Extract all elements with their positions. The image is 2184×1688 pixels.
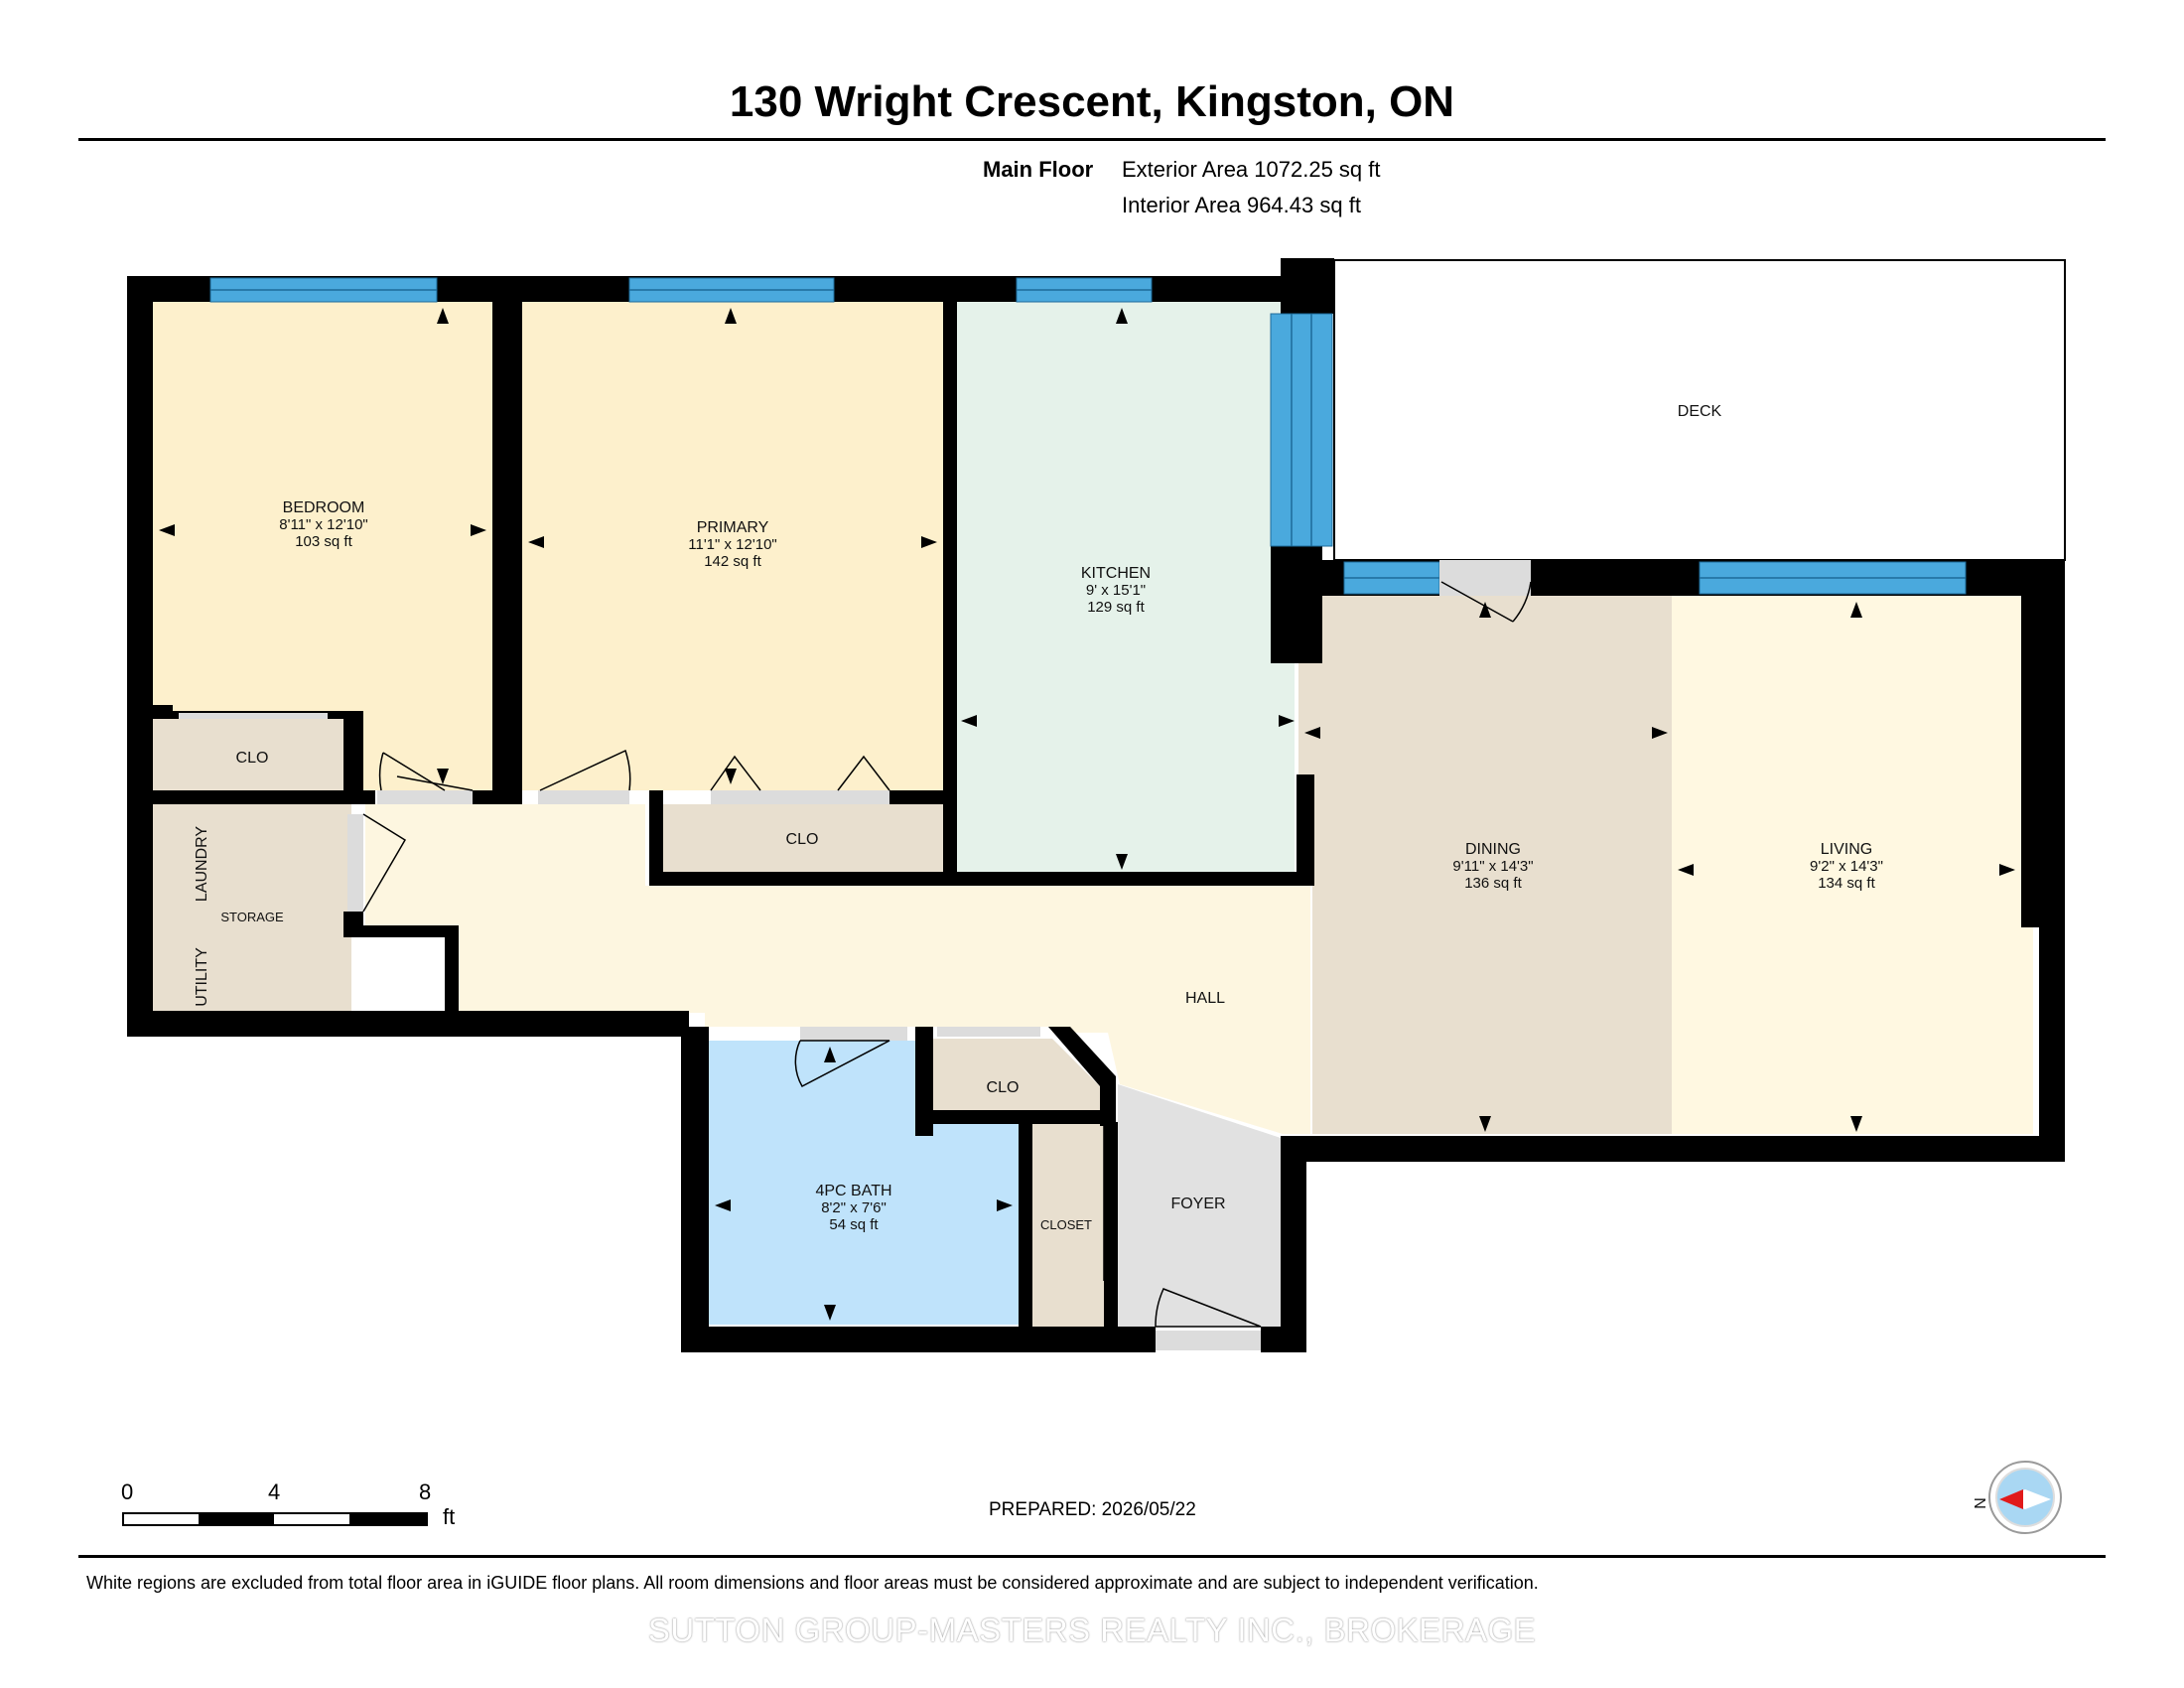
hall-name: HALL: [1185, 990, 1225, 1007]
dining-name: DINING: [1465, 841, 1521, 858]
exterior-area: Exterior Area 1072.25 sq ft: [1122, 157, 1381, 182]
hall-floor: [365, 804, 1310, 1134]
storage-floor: [153, 804, 351, 1013]
storage-name: STORAGE: [220, 910, 284, 924]
closet-name: CLOSET: [1040, 1217, 1092, 1232]
primary-area: 142 sq ft: [704, 553, 761, 570]
scale-tick-4: 4: [268, 1479, 281, 1504]
foyer-floor: [1118, 1084, 1281, 1327]
bedroom-floor: [153, 302, 492, 790]
window-lines: [210, 289, 1966, 579]
dining-area: 136 sq ft: [1464, 875, 1522, 892]
header-divider: [78, 138, 2106, 141]
living-area: 134 sq ft: [1818, 875, 1875, 892]
footer-divider: [78, 1555, 2106, 1558]
primary-clo-name: CLO: [786, 831, 819, 848]
primary-floor: [522, 302, 943, 790]
scale-tick-8: 8: [419, 1479, 432, 1504]
primary-name: PRIMARY: [697, 519, 769, 536]
hall-closet-floor: [933, 1039, 1100, 1110]
utility-name: UTILITY: [194, 947, 210, 1007]
door-thresholds: [179, 560, 1531, 1350]
bath-area: 54 sq ft: [829, 1216, 879, 1233]
door-swings: [362, 581, 1532, 1328]
room-labels: BEDROOM 8'11" x 12'10" 103 sq ft PRIMARY…: [194, 403, 1883, 1233]
compass-label: N: [1973, 1497, 1989, 1509]
bedroom-area: 103 sq ft: [295, 533, 352, 550]
floor-label: Main Floor: [983, 157, 1094, 182]
scale-unit: ft: [443, 1504, 456, 1529]
compass-icon: N: [1973, 1461, 2062, 1534]
scale-tick-0: 0: [121, 1479, 134, 1504]
kitchen-floor: [957, 302, 1295, 876]
bath-dims: 8'2" x 7'6": [821, 1199, 887, 1216]
kitchen-area: 129 sq ft: [1087, 599, 1145, 616]
deck-outline: [1333, 259, 2066, 561]
primary-dims: 11'1" x 12'10": [688, 536, 777, 553]
page-title: 130 Wright Crescent, Kingston, ON: [729, 77, 1455, 126]
bedroom-clo-name: CLO: [236, 750, 269, 767]
brokerage-watermark: SUTTON GROUP-MASTERS REALTY INC., BROKER…: [647, 1612, 1537, 1648]
foyer-name: FOYER: [1170, 1196, 1225, 1212]
closet-floor: [1032, 1124, 1104, 1327]
prepared-date: PREPARED: 2026/05/22: [989, 1499, 1196, 1520]
deck-name: DECK: [1678, 403, 1722, 420]
bedroom-closet-floor: [153, 719, 351, 790]
laundry-name: LAUNDRY: [194, 826, 210, 903]
disclaimer: White regions are excluded from total fl…: [86, 1573, 1539, 1593]
interior-area: Interior Area 964.43 sq ft: [1122, 193, 1361, 217]
living-floor: [1672, 596, 2033, 1134]
dining-dims: 9'11" x 14'3": [1452, 858, 1533, 875]
dining-floor: [1298, 596, 1672, 1134]
scale-bar: [122, 1512, 428, 1526]
living-dims: 9'2" x 14'3": [1810, 858, 1883, 875]
bedroom-dims: 8'11" x 12'10": [279, 516, 368, 533]
kitchen-name: KITCHEN: [1081, 565, 1151, 582]
hall-clo-name: CLO: [987, 1079, 1020, 1096]
living-name: LIVING: [1821, 841, 1872, 858]
bedroom-name: BEDROOM: [283, 499, 365, 516]
dimension-arrows: [159, 308, 2015, 1321]
bath-name: 4PC BATH: [815, 1183, 891, 1199]
primary-closet-floor: [663, 804, 943, 876]
kitchen-dims: 9' x 15'1": [1086, 582, 1146, 599]
